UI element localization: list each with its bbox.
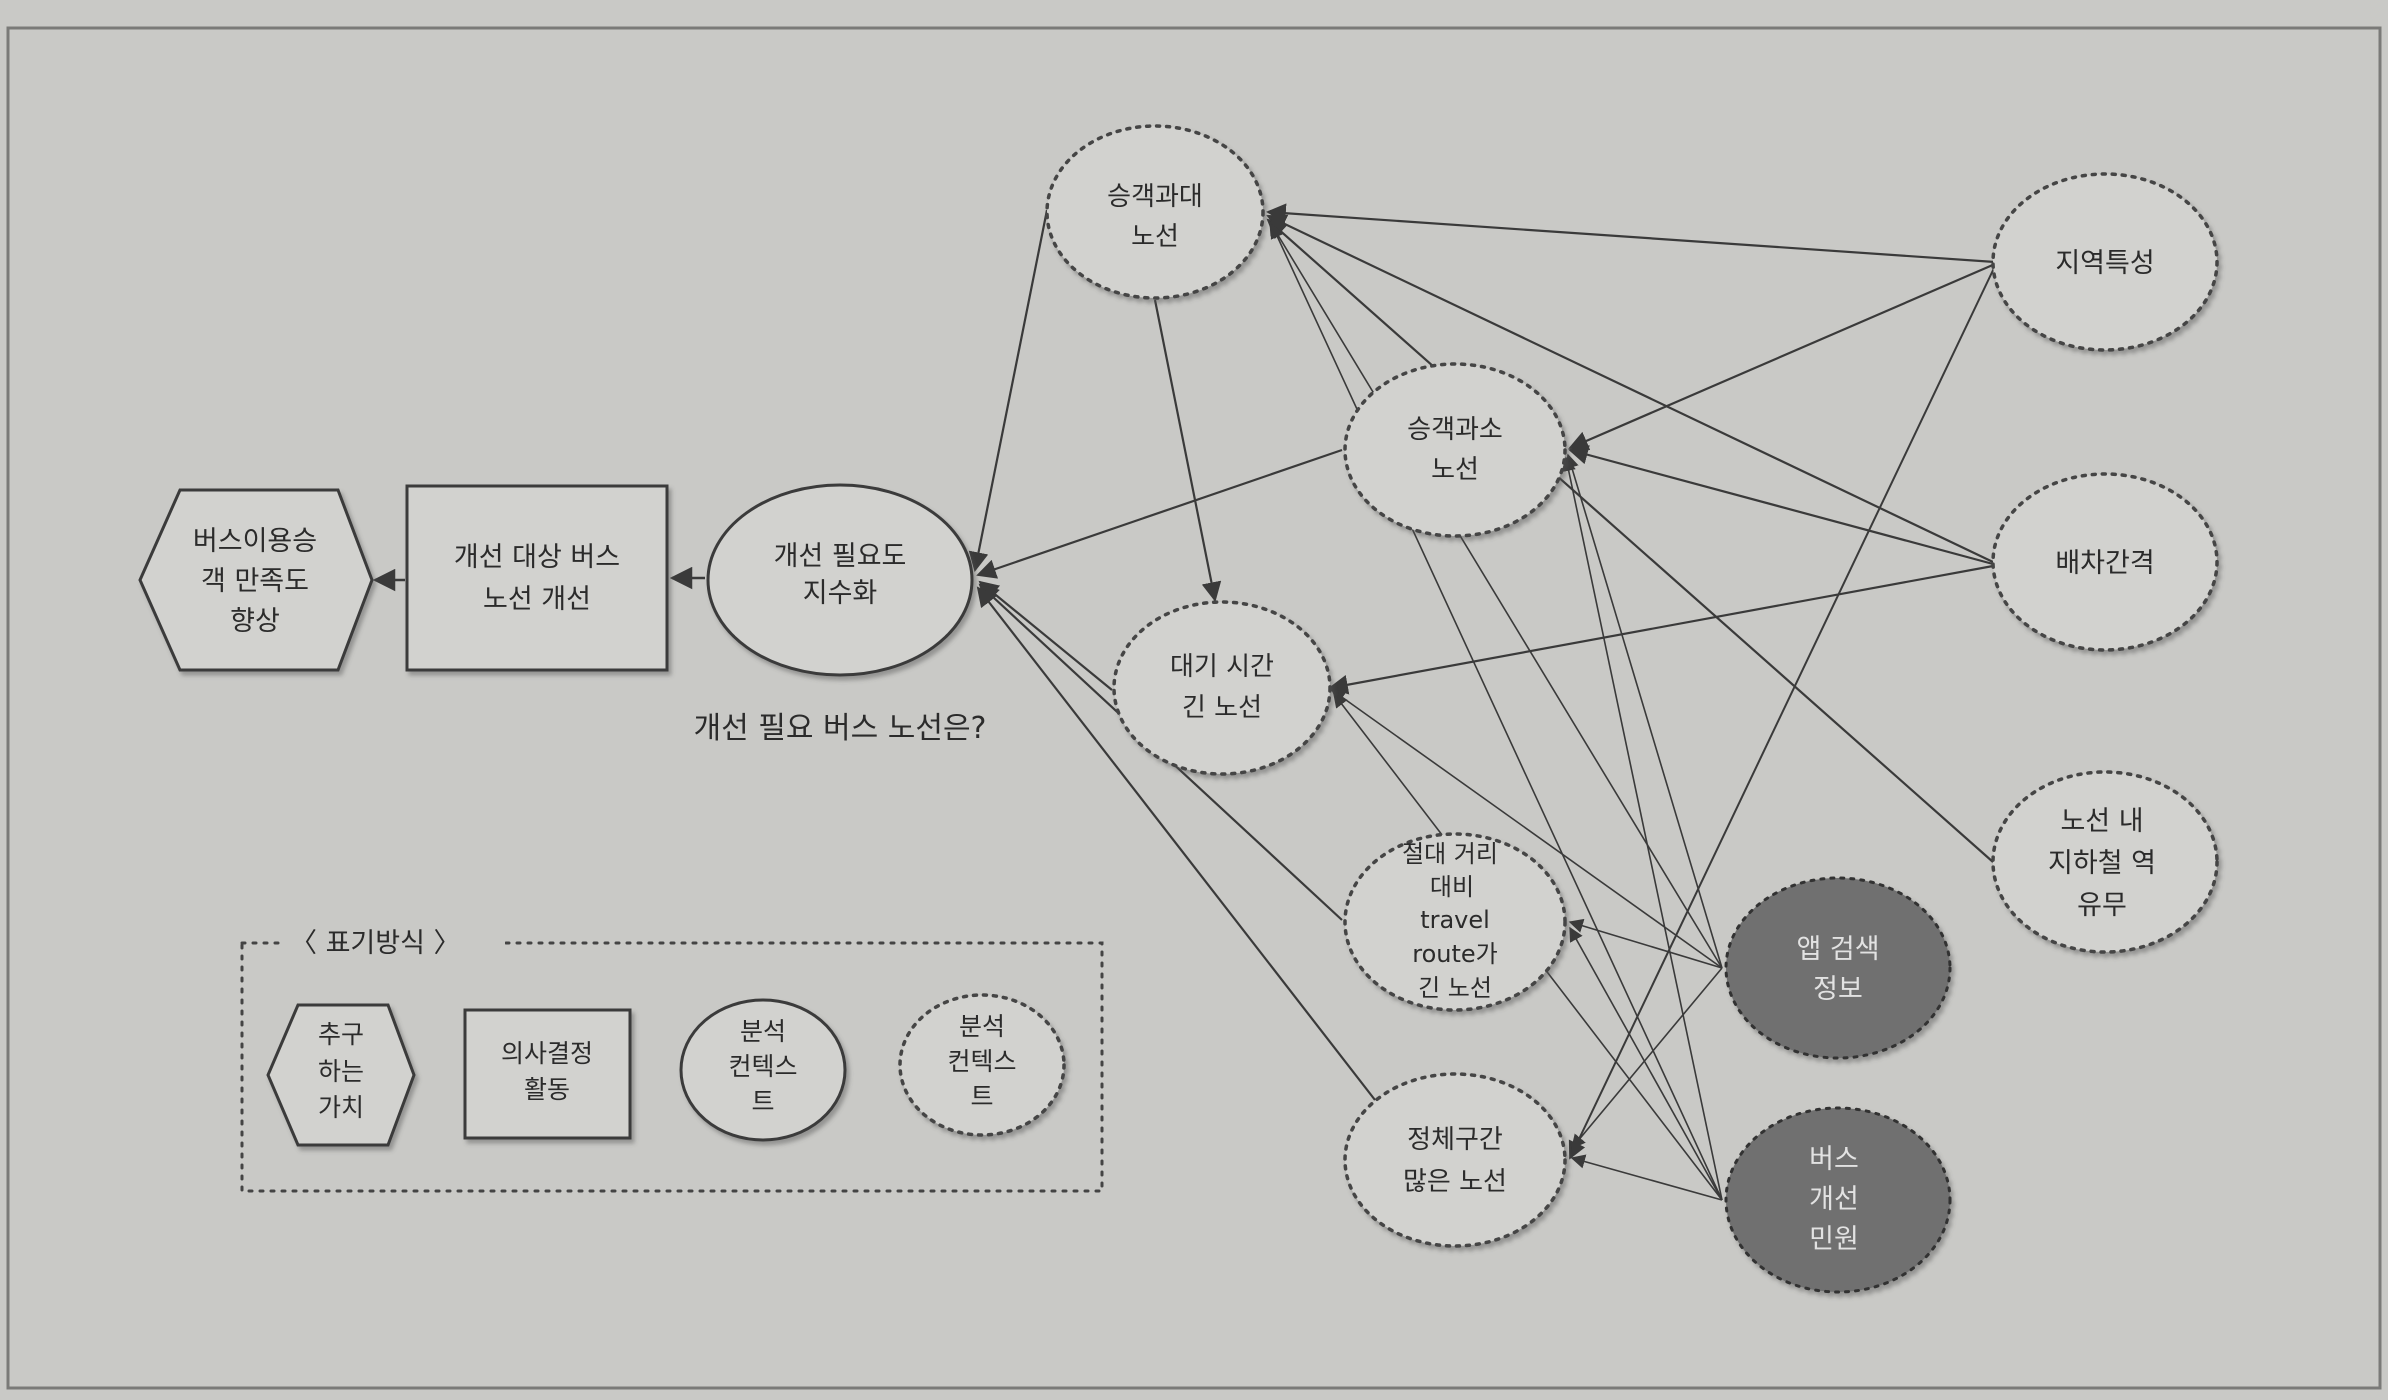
subway-label-3: 유무: [2077, 890, 2127, 921]
edge-interval-to-overcrowded: [1266, 214, 1994, 563]
decision-node: 개선 대상 버스 노선 개선: [405, 484, 669, 672]
figure-frame: [6, 26, 2382, 1390]
long-route-label-5: 긴 노선: [1418, 974, 1492, 1002]
edge-complaints-to-congestion: [1570, 1154, 1723, 1201]
edge-longwait-to-index: [978, 580, 1113, 691]
decision-label-2: 노선 개선: [483, 584, 591, 615]
long-route-label-4: route가: [1412, 940, 1498, 968]
edge-app-to-longroute: [1568, 918, 1723, 969]
legend-context-label-1: 분석: [740, 1017, 786, 1046]
legend-context-dotted-label-1: 분석: [959, 1012, 1005, 1041]
legend-value-label-1: 추구: [318, 1020, 364, 1049]
edge-regional-to-congestion: [1568, 265, 1996, 1160]
edge-interval-to-underused: [1568, 445, 1994, 566]
congestion-label-2: 많은 노선: [1403, 1167, 1507, 1197]
legend-context-label-3: 트: [751, 1087, 774, 1116]
edge-group: [372, 203, 1996, 1201]
edge-overcrowded-to-longwait: [1153, 299, 1222, 602]
legend-context-label-2: 컨텍스: [728, 1052, 797, 1081]
interval-label: 배차간격: [2055, 548, 2154, 579]
edge-regional-to-overcrowded: [1266, 203, 1996, 264]
edge-subway-to-overcrowded: [1266, 218, 1994, 863]
regional-label: 지역특성: [2055, 248, 2154, 279]
long-wait-label-1: 대기 시간: [1170, 652, 1274, 682]
legend-context-dotted-label-2: 컨텍스: [947, 1047, 1016, 1076]
long-travel-route-node: 절대 거리 대비 travel route가 긴 노선: [1343, 832, 1567, 1012]
legend-title: 〈 표기방식 〉: [290, 928, 461, 959]
edge-overcrowded-to-index: [968, 209, 1049, 572]
long-route-label-2: 대비: [1430, 873, 1474, 901]
legend-decision-symbol: 의사결정 활동: [463, 1008, 632, 1140]
edge-app-to-underused: [1564, 453, 1723, 969]
overcrowded-route-node: 승객과대 노선: [1045, 124, 1265, 300]
value-goal-label-2: 객 만족도: [201, 566, 309, 597]
underused-label-1: 승객과소: [1407, 415, 1503, 445]
long-route-label-1: 절대 거리: [1402, 840, 1498, 868]
legend-box: [240, 941, 1104, 1193]
index-label-2: 지수화: [803, 578, 878, 609]
edge-app-to-longwait: [1330, 689, 1723, 969]
underused-route-node: 승객과소 노선: [1343, 362, 1567, 538]
value-goal-label-3: 향상: [230, 606, 280, 637]
long-route-label-3: travel: [1420, 906, 1490, 934]
decision-label-1: 개선 대상 버스: [454, 542, 620, 573]
edge-congestion-to-index: [976, 586, 1376, 1101]
long-wait-label-2: 긴 노선: [1182, 693, 1262, 723]
index-label-1: 개선 필요도: [774, 541, 907, 572]
complaints-label-3: 민원: [1809, 1224, 1859, 1255]
congestion-label-1: 정체구간: [1407, 1125, 1503, 1155]
edge-complaints-to-longroute: [1569, 926, 1723, 1201]
overcrowded-label-2: 노선: [1131, 222, 1179, 252]
question-text: 개선 필요 버스 노선은?: [694, 711, 987, 746]
congestion-route-node: 정체구간 많은 노선: [1343, 1072, 1567, 1248]
legend-context-dotted-symbol: 분석 컨텍스 트: [898, 993, 1066, 1137]
app-search-label-2: 정보: [1813, 974, 1863, 1005]
edge-interval-to-longwait: [1328, 564, 1994, 695]
complaints-label-1: 버스: [1809, 1144, 1859, 1175]
overcrowded-label-1: 승객과대: [1107, 182, 1203, 212]
app-search-label-1: 앱 검색: [1796, 934, 1879, 965]
edge-app-to-congestion: [1571, 967, 1723, 1150]
legend: 〈 표기방식 〉 추구 하는 가치 의사결정 활동 분석 컨텍스 트 분석 컨텍…: [240, 922, 1104, 1193]
complaints-label-2: 개선: [1809, 1184, 1859, 1215]
dispatch-interval-node: 배차간격: [1991, 472, 2219, 652]
legend-value-symbol: 추구 하는 가치: [266, 1003, 416, 1147]
edge-underused-to-index: [976, 448, 1343, 579]
app-search-info-node: 앱 검색 정보: [1724, 876, 1952, 1060]
edge-regional-to-underused: [1568, 262, 1996, 451]
legend-value-label-3: 가치: [318, 1093, 364, 1122]
subway-station-node: 노선 내 지하철 역 유무: [1991, 770, 2219, 954]
subway-label-2: 지하철 역: [2048, 848, 2156, 879]
legend-decision-label-2: 활동: [524, 1075, 570, 1104]
value-goal-node: 버스이용승 객 만족도 향상: [138, 488, 374, 672]
long-wait-route-node: 대기 시간 긴 노선: [1112, 600, 1332, 776]
bus-complaints-node: 버스 개선 민원: [1724, 1106, 1952, 1294]
underused-label-2: 노선: [1431, 455, 1479, 485]
regional-characteristics-node: 지역특성: [1991, 172, 2219, 352]
value-goal-label-1: 버스이용승: [193, 526, 317, 557]
edge-complaints-to-underused: [1561, 456, 1723, 1201]
legend-decision-label-1: 의사결정: [501, 1039, 593, 1068]
index-node: 개선 필요도 지수화: [706, 483, 974, 677]
edge-complaints-to-overcrowded: [1270, 223, 1723, 1201]
legend-context-symbol: 분석 컨텍스 트: [679, 998, 847, 1142]
legend-value-label-2: 하는: [318, 1057, 364, 1086]
subway-label-1: 노선 내: [2060, 806, 2143, 837]
legend-context-dotted-label-3: 트: [970, 1082, 993, 1111]
